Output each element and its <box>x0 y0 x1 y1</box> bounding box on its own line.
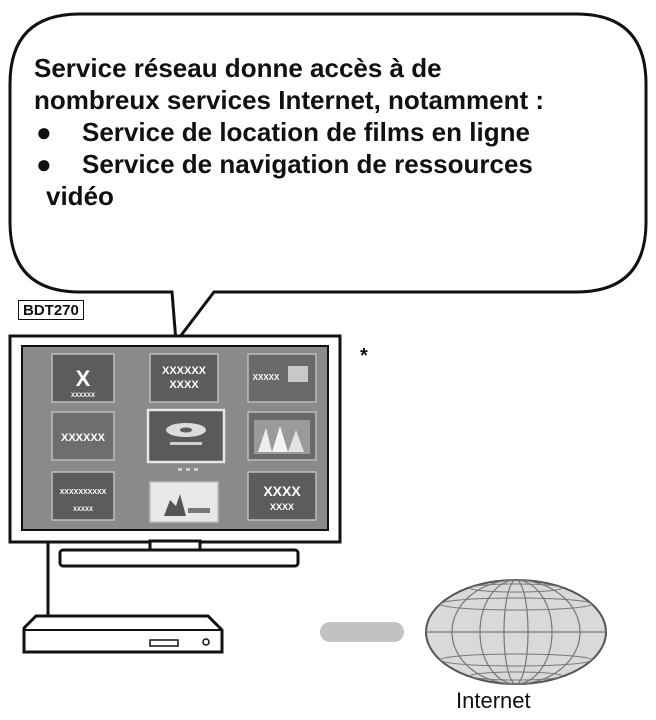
tile-3-thumb <box>288 366 308 382</box>
bluray-disc-icon <box>166 423 206 445</box>
tile-1-subtext: XXXXXX <box>71 393 95 399</box>
tile-7-text: XXXXXXXXXX <box>60 489 107 496</box>
menu-tiles <box>51 353 317 523</box>
tile-4-text: XXXXXX <box>61 432 106 444</box>
bluray-player <box>22 614 224 654</box>
tile-3-text: XXXXX <box>253 373 280 382</box>
page-indicator-dots <box>178 468 198 471</box>
tile-2 <box>149 353 219 403</box>
photo-thumbnail-icon <box>254 420 310 454</box>
player-power-button <box>202 638 210 646</box>
intro-line-2: nombreux services Internet, notamment : <box>34 85 545 115</box>
network-connection <box>320 622 404 642</box>
bullet-text-rental: Service de location de films en ligne <box>82 117 530 147</box>
player-display <box>149 639 179 647</box>
tile-7 <box>51 471 115 521</box>
globe-icon <box>425 579 607 685</box>
tile-7-subtext: XXXXX <box>73 507 93 513</box>
internet-label: Internet <box>456 688 531 713</box>
tile-2-text-line2: XXXX <box>169 379 199 391</box>
tile-9-text-line2: XXXX <box>270 502 294 512</box>
brand-logo-icon <box>164 494 210 516</box>
bullet-text-video-cont: vidéo <box>46 181 114 211</box>
bullet-item-video: ● Service de navigation de ressources <box>34 148 624 180</box>
bullet-item-rental: ● Service de location de films en ligne <box>34 116 624 148</box>
tile-9-text-line1: XXXX <box>263 483 301 499</box>
tile-9 <box>247 471 317 521</box>
tile-1-text: X <box>76 366 91 391</box>
bubble-text: Service réseau donne accès à de nombreux… <box>34 52 624 212</box>
model-tag: BDT270 <box>18 300 84 320</box>
tv-stand-base <box>58 548 300 568</box>
bullet-text-video: Service de navigation de ressources <box>82 149 533 179</box>
bullet-icon: ● <box>36 117 52 147</box>
tile-4 <box>51 411 115 461</box>
intro-line-1: Service réseau donne accès à de <box>34 53 442 83</box>
tile-3 <box>247 353 317 403</box>
footnote-marker: * <box>360 345 368 367</box>
speech-bubble <box>8 12 648 347</box>
tile-2-text-line1: XXXXXX <box>162 365 207 377</box>
tile-1 <box>51 353 115 403</box>
bullet-icon: ● <box>36 149 52 179</box>
